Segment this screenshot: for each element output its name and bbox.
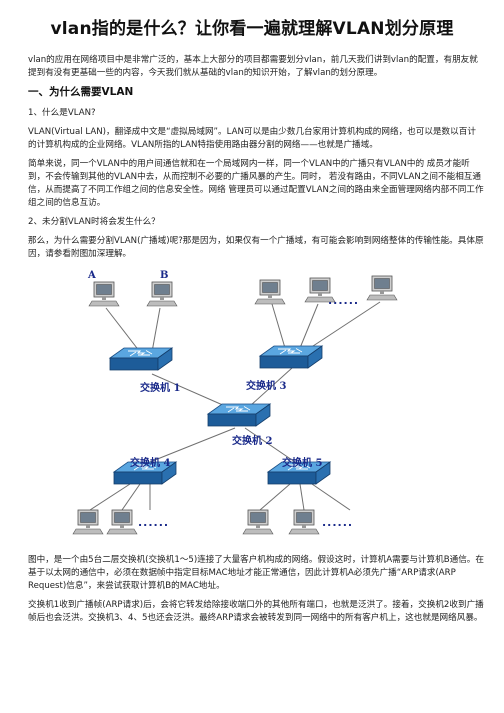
switch-3-label: 交换机 3: [246, 379, 286, 392]
computer-icon: [254, 279, 286, 305]
question-1: 1、什么是VLAN?: [28, 108, 96, 118]
switch-5-label: 交换机 5: [282, 456, 322, 469]
computer-a-label: A: [87, 270, 96, 281]
network-diagram: A B ...... 交换机 1 交换机 3 交换机 2 交换机 4 交换机 5…: [72, 270, 398, 535]
switch-2-label: 交换机 2: [232, 434, 272, 447]
computer-icon: [72, 509, 104, 535]
article-body-continued: 图中，是一个由5台二层交换机(交换机1～5)连接了大量客户机构成的网络。假设这时…: [28, 554, 484, 631]
section-heading: 一、为什么需要VLAN: [28, 86, 134, 98]
switch-3-icon: [259, 345, 323, 369]
switch-4-label: 交换机 4: [130, 456, 170, 469]
network-links: [89, 301, 381, 511]
more-computers-ellipsis: ......: [138, 516, 169, 529]
article-body: vlan的应用在网络项目中是非常广泛的，基本上大部分的项目都需要划分vlan，前…: [28, 54, 484, 267]
switch-2-icon: [207, 403, 271, 427]
switch-1-label: 交换机 1: [140, 381, 180, 394]
switch-1-icon: [109, 347, 173, 371]
computer-icon: [366, 275, 398, 301]
computer-icon: [242, 509, 274, 535]
computer-icon: [106, 509, 138, 535]
paragraph-4: 图中，是一个由5台二层交换机(交换机1～5)连接了大量客户机构成的网络。假设这时…: [28, 555, 484, 591]
paragraph-5: 交换机1收到广播帧(ARP请求)后，会将它转发给除接收端口外的其他所有端口，也就…: [28, 600, 484, 623]
computer-icon: [288, 509, 320, 535]
more-computers-ellipsis: ......: [328, 294, 359, 307]
paragraph-1: VLAN(Virtual LAN)，翻译成中文是“虚拟局域网”。LAN可以是由少…: [28, 127, 476, 150]
computer-b-icon: [146, 281, 178, 307]
paragraph-2: 简单来说，同一个VLAN中的用户间通信就和在一个局域网内一样，同一个VLAN中的…: [28, 159, 484, 208]
question-2: 2、未分割VLAN时将会发生什么？: [28, 217, 160, 227]
document-title: vlan指的是什么？让你看一遍就理解VLAN划分原理: [50, 19, 454, 39]
more-computers-ellipsis: ......: [322, 516, 353, 529]
computer-b-label: B: [160, 270, 168, 281]
intro-paragraph: vlan的应用在网络项目中是非常广泛的，基本上大部分的项目都需要划分vlan，前…: [28, 55, 478, 78]
paragraph-3: 那么，为什么需要分割VLAN(广播域)呢?那是因为，如果仅有一个广播域，有可能会…: [28, 236, 484, 259]
computer-a-icon: [88, 281, 120, 307]
